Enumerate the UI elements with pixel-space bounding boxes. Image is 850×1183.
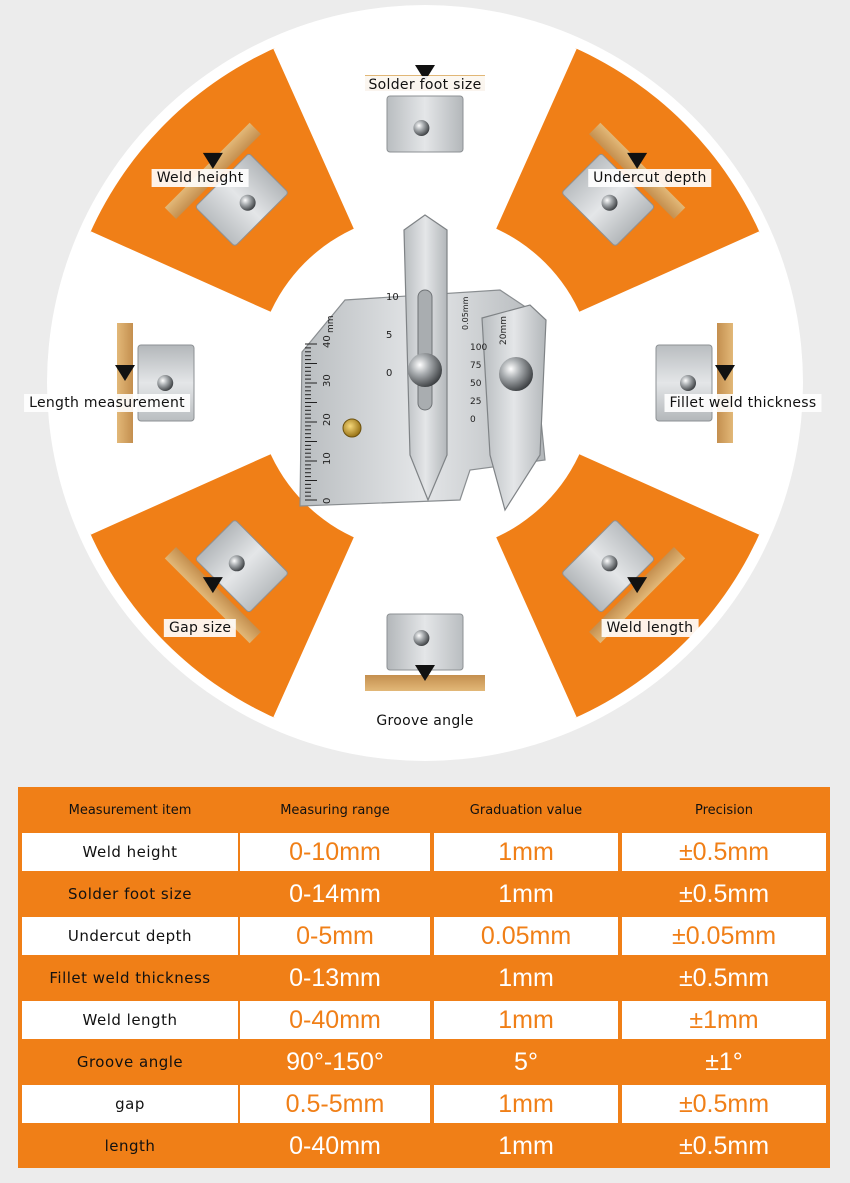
measurement-item: gap bbox=[22, 1085, 238, 1123]
vernier-label: 0.05mm bbox=[461, 296, 470, 330]
measurement-item: Weld height bbox=[22, 833, 238, 871]
vernier-tick-label: 50 bbox=[470, 379, 482, 389]
measurement-item: Solder foot size bbox=[68, 885, 192, 903]
precision: ±0.5mm bbox=[622, 833, 826, 871]
weld-bead bbox=[202, 152, 223, 169]
segment-label: Weld length bbox=[601, 618, 699, 637]
graduation-value: 0.05mm bbox=[434, 917, 618, 955]
graduation-value: 1mm bbox=[434, 833, 618, 871]
ruler-tick-label: 0 bbox=[322, 498, 333, 504]
slider-knob[interactable] bbox=[408, 353, 442, 387]
mm-label: mm bbox=[326, 315, 336, 333]
left-ruler-scale: 40 30 20 10 0 mm bbox=[305, 315, 336, 504]
vernier-tick-label: 100 bbox=[470, 343, 487, 353]
slider-ball bbox=[413, 120, 430, 136]
slider-ball bbox=[239, 194, 256, 211]
ruler-tick-label: 40 bbox=[322, 335, 333, 348]
segment-label: Groove angle bbox=[371, 712, 479, 730]
vernier-blade[interactable] bbox=[481, 304, 547, 512]
slider-tick-label: 5 bbox=[386, 330, 392, 341]
table-row: Fillet weld thickness 0-13mm 1mm ±0.5mm bbox=[18, 959, 830, 997]
vernier-tick-label: 0 bbox=[470, 415, 476, 425]
column-header: Precision bbox=[694, 802, 753, 818]
wood-plate bbox=[717, 323, 733, 443]
table-row: Solder foot size 0-14mm 1mm ±0.5mm bbox=[18, 875, 830, 913]
segment-label: Undercut depth bbox=[588, 169, 712, 188]
precision: ±1° bbox=[705, 1047, 743, 1076]
weld-bead bbox=[627, 577, 648, 594]
slider-tick-label: 0 bbox=[386, 368, 392, 379]
slider-ball bbox=[601, 555, 618, 572]
spec-table: Measurement item Measuring range Graduatio… bbox=[18, 787, 830, 1168]
weld-bead bbox=[715, 365, 735, 381]
wood-plate bbox=[365, 675, 485, 691]
measurement-item: Fillet weld thickness bbox=[49, 969, 211, 987]
measurement-item: Groove angle bbox=[76, 1053, 184, 1071]
graduation-value: 1mm bbox=[498, 963, 554, 992]
graduation-value: 5° bbox=[514, 1047, 538, 1076]
measuring-range: 0-14mm bbox=[289, 879, 381, 908]
graduation-value: 1mm bbox=[434, 1085, 618, 1123]
ruler-tick-label: 20 bbox=[322, 413, 333, 426]
vernier-tick-label: 75 bbox=[470, 361, 481, 371]
segment-label: Fillet weld thickness bbox=[664, 394, 822, 412]
right-mm-label: 20mm bbox=[499, 316, 509, 345]
measuring-range: 0-13mm bbox=[289, 963, 381, 992]
wood-plate bbox=[117, 323, 133, 443]
segment-label: Solder foot size bbox=[363, 76, 487, 94]
measuring-range: 0-5mm bbox=[240, 917, 430, 955]
table-row: Groove angle 90°-150° 5° ±1° bbox=[18, 1043, 830, 1081]
slider-ball bbox=[601, 194, 618, 211]
measuring-range: 0-10mm bbox=[240, 833, 430, 871]
graduation-value: 1mm bbox=[434, 1001, 618, 1039]
ruler-tick-label: 30 bbox=[322, 374, 333, 387]
weld-bead bbox=[202, 577, 223, 594]
ruler-tick-label: 10 bbox=[322, 452, 333, 465]
segment-label: Gap size bbox=[163, 618, 237, 637]
weld-bead bbox=[115, 365, 135, 381]
vernier-knob[interactable] bbox=[499, 357, 533, 391]
wood-plate bbox=[164, 547, 261, 644]
measuring-range: 0-40mm bbox=[240, 1001, 430, 1039]
precision: ±0.5mm bbox=[678, 879, 770, 908]
weld-bead bbox=[415, 665, 435, 681]
precision: ±0.5mm bbox=[678, 963, 770, 992]
precision: ±0.5mm bbox=[678, 1131, 770, 1160]
segment-label: Length measurement bbox=[24, 394, 190, 412]
slider-slot bbox=[417, 289, 433, 411]
precision: ±0.5mm bbox=[622, 1085, 826, 1123]
slider-ball bbox=[680, 375, 696, 391]
column-header: Measurement item bbox=[68, 802, 192, 818]
measuring-range: 0-40mm bbox=[289, 1131, 381, 1160]
vernier-tick-label: 25 bbox=[470, 397, 481, 407]
column-header: Measuring range bbox=[280, 802, 390, 818]
weld-bead bbox=[627, 152, 648, 169]
weld-bead bbox=[415, 65, 435, 81]
slider-ball bbox=[157, 375, 174, 391]
graduation-value: 1mm bbox=[498, 879, 554, 908]
brass-rivet bbox=[342, 418, 362, 438]
measuring-range: 0.5-5mm bbox=[240, 1085, 430, 1123]
column-header: Graduation value bbox=[469, 802, 583, 818]
precision: ±1mm bbox=[622, 1001, 826, 1039]
measurement-item: Weld length bbox=[22, 1001, 238, 1039]
measurement-item: Undercut depth bbox=[22, 917, 238, 955]
measuring-range: 90°-150° bbox=[286, 1047, 384, 1076]
measurement-item: length bbox=[104, 1137, 156, 1155]
table-row: length 0-40mm 1mm ±0.5mm bbox=[18, 1127, 830, 1165]
slider-ball bbox=[228, 555, 245, 572]
segment-label: Weld height bbox=[151, 169, 249, 188]
slider-ball bbox=[413, 630, 430, 646]
graduation-value: 1mm bbox=[498, 1131, 554, 1160]
table-header-row: Measurement item Measuring range Graduatio… bbox=[18, 791, 830, 829]
slider-tick-label: 10 bbox=[386, 292, 399, 303]
precision: ±0.05mm bbox=[622, 917, 826, 955]
